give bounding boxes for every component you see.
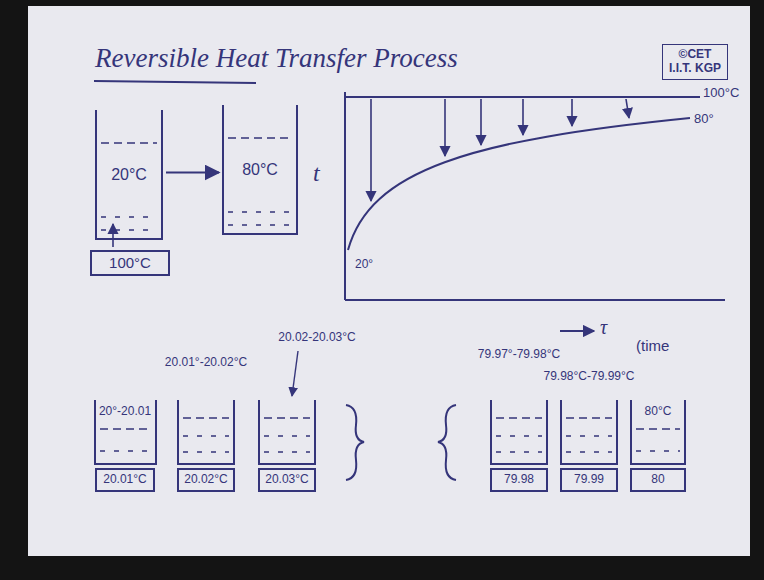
reservoir-temperature: 20.01°C [103,473,147,487]
heat-flow-arrow [444,99,446,156]
heat-reservoir: 79.98 [490,468,548,492]
beaker-label: 20.02-20.03°C [278,331,356,345]
heat-flow-arrow [480,99,482,145]
water-mark [636,450,680,452]
water-mark [566,417,612,419]
paper [28,6,750,556]
beaker-wall [96,110,162,239]
water-mark [566,451,612,453]
heat-flow-arrow [571,99,573,126]
beaker-outline [560,400,618,465]
beaker: 80°C [630,400,686,465]
brace [438,405,456,480]
logo-text: ©CET I.I.T. KGP [666,48,724,76]
beaker-label: 20°C [111,166,147,184]
beaker: 20°-20.01 [94,400,157,465]
reservoir-temperature: 20.03°C [265,473,309,487]
beaker-outline [490,400,548,465]
beaker-wall [95,400,156,464]
slide-title: Reversible Heat Transfer Process [95,44,458,74]
beaker-outline [177,400,235,465]
reservoir-temperature: 100°C [109,254,151,271]
water-mark [228,211,292,213]
reservoir-temperature: 20.02°C [184,473,228,487]
water-mark [101,216,157,218]
logo-box: ©CET I.I.T. KGP [662,44,728,80]
reservoir-temperature: 79.99 [574,473,604,487]
temperature-label: 100°C [703,86,739,100]
beaker-label: 80°C [242,161,278,179]
beaker: 20.02-20.03°C [258,400,316,465]
temperature-label: 20° [355,258,373,271]
water-mark [636,428,680,430]
beaker-label: 79.97°-79.98°C [478,348,560,362]
leader-arrow [292,351,298,396]
temperature-label: 80° [694,112,714,126]
water-mark [100,428,151,430]
beaker-wall [631,400,685,464]
process-arrow [166,172,219,174]
heat-flow-arrow [626,99,629,118]
water-mark [566,435,612,437]
heat-flow-arrow [370,99,372,201]
heat-reservoir: 20.03°C [258,468,316,492]
beaker: 20.01°-20.02°C [177,400,235,465]
beaker-wall [491,400,547,464]
water-mark [101,142,157,144]
heat-reservoir: 20.02°C [177,468,235,492]
water-mark [264,435,310,437]
reservoir-temperature-line [345,96,700,98]
heat-flow-arrow [522,99,524,135]
water-mark [183,451,229,453]
water-mark [183,435,229,437]
reservoir-temperature: 79.98 [504,473,534,487]
beaker: 79.97°-79.98°C [490,400,548,465]
axis-label: τ [600,316,607,338]
beaker-wall [259,400,315,464]
axis-label: t [313,160,320,186]
water-mark [264,451,310,453]
water-mark [264,417,310,419]
heat-reservoir: 80 [630,468,686,492]
beaker-wall [178,400,234,464]
title-underline [94,81,256,83]
time-axis-arrow [560,330,594,332]
axis-label: (time [636,338,669,355]
beaker-wall [223,105,297,234]
heat-reservoir: 20.01°C [95,468,155,492]
beaker-label: 80°C [645,405,672,419]
reservoir-temperature: 80 [651,473,664,487]
water-mark [228,137,292,139]
heat-reservoir: 79.99 [560,468,618,492]
water-mark [496,451,542,453]
water-mark [101,229,157,231]
beaker: 79.98°C-79.99°C [560,400,618,465]
beaker: 20°C [95,110,163,240]
beaker-outline [258,400,316,465]
temperature-curve [348,118,690,250]
heat-reservoir: 100°C [90,250,170,276]
x-axis [345,299,725,301]
brace [346,405,364,480]
beaker-label: 20°-20.01 [99,405,151,419]
beaker-wall [561,400,617,464]
water-mark [496,435,542,437]
y-axis [344,92,346,300]
water-mark [183,417,229,419]
water-mark [228,224,292,226]
beaker-label: 20.01°-20.02°C [165,356,247,370]
beaker: 80°C [222,105,298,235]
water-mark [496,417,542,419]
water-mark [100,450,151,452]
beaker-label: 79.98°C-79.99°C [544,370,635,384]
heat-input-arrow [112,224,114,247]
